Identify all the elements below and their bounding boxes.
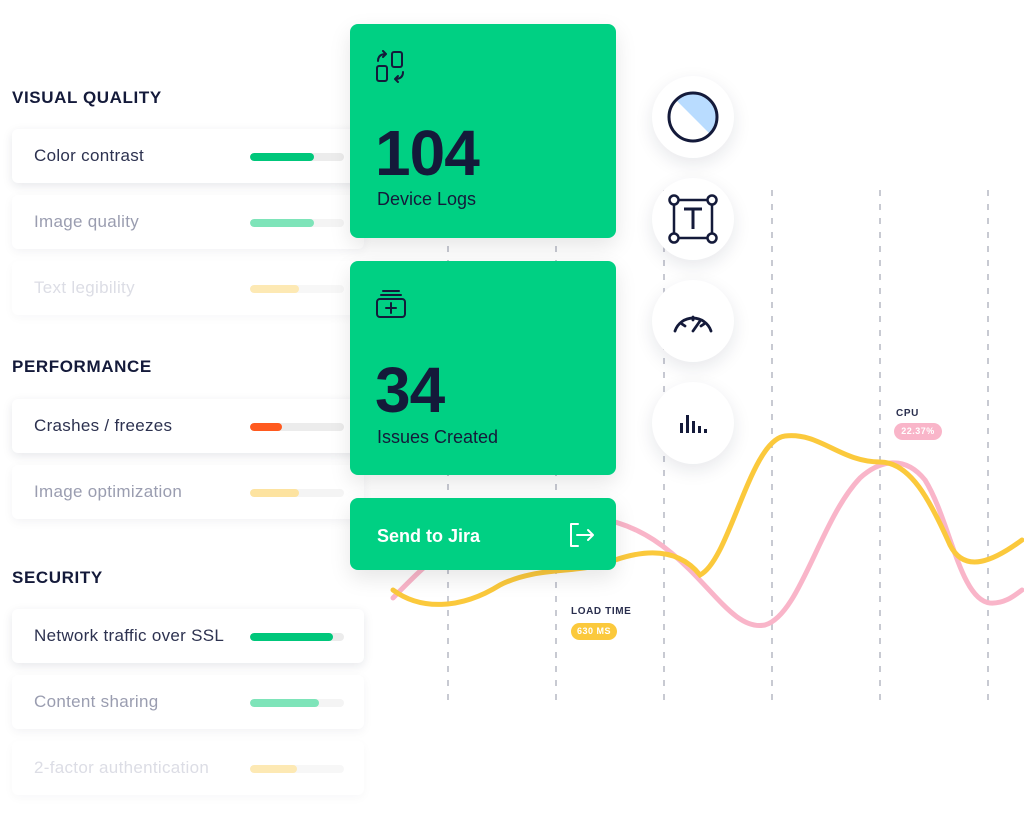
progress-fill [250, 633, 333, 641]
progress-fill [250, 285, 299, 293]
section-title-performance: PERFORMANCE [12, 357, 152, 376]
progress-track [250, 285, 344, 293]
stats-tool[interactable] [652, 382, 734, 464]
check-label: Crashes / freezes [34, 416, 173, 435]
progress-track [250, 219, 344, 227]
progress-fill [250, 219, 314, 227]
check-label: Text legibility [34, 278, 135, 297]
issues-created-count: 34 [375, 354, 445, 426]
check-row-image-quality[interactable]: Image quality [12, 195, 364, 249]
check-label: 2-factor authentication [34, 758, 210, 777]
check-row-color-contrast[interactable]: Color contrast [12, 129, 364, 183]
issues-created-card[interactable]: 34 Issues Created [350, 261, 616, 475]
check-row-crashes-freezes[interactable]: Crashes / freezes [12, 399, 364, 453]
contrast-circle-icon [667, 91, 719, 143]
progress-fill [250, 423, 282, 431]
export-icon [570, 523, 594, 547]
medical-kit-icon [376, 290, 406, 318]
check-row-image-optimization[interactable]: Image optimization [12, 465, 364, 519]
check-label: Network traffic over SSL [34, 626, 225, 645]
send-to-jira-label: Send to Jira [377, 526, 481, 546]
progress-track [250, 489, 344, 497]
progress-fill [250, 489, 299, 497]
check-row-text-legibility[interactable]: Text legibility [12, 261, 364, 315]
check-row-content-sharing[interactable]: Content sharing [12, 675, 364, 729]
load-time-series-line [390, 433, 1024, 607]
check-row-2fa[interactable]: 2-factor authentication [12, 741, 364, 795]
speedometer-icon [673, 315, 713, 333]
bar-chart-icon [680, 415, 707, 433]
speed-tool[interactable] [652, 280, 734, 362]
progress-fill [250, 699, 319, 707]
progress-track [250, 153, 344, 161]
section-title-visual-quality: VISUAL QUALITY [12, 88, 162, 107]
load-time-label: LOAD TIME [571, 606, 632, 617]
progress-track [250, 423, 344, 431]
load-time-value-badge: 630 MS [571, 623, 617, 640]
cpu-label: CPU [896, 408, 919, 419]
device-logs-card[interactable]: 104 Device Logs [350, 24, 616, 238]
issues-created-label: Issues Created [377, 427, 499, 447]
text-box-icon [668, 194, 718, 244]
device-logs-count: 104 [375, 117, 480, 189]
check-label: Content sharing [34, 692, 159, 711]
section-title-security: SECURITY [12, 568, 103, 587]
contrast-tool[interactable] [652, 76, 734, 158]
progress-track [250, 765, 344, 773]
cpu-value-badge: 22.37% [894, 423, 942, 440]
progress-track [250, 633, 344, 641]
device-sync-icon [376, 50, 404, 83]
send-to-jira-button[interactable]: Send to Jira [350, 498, 616, 570]
check-label: Color contrast [34, 146, 145, 165]
text-tool[interactable] [652, 178, 734, 260]
check-row-network-traffic-ssl[interactable]: Network traffic over SSL [12, 609, 364, 663]
check-label: Image quality [34, 212, 140, 231]
check-label: Image optimization [34, 482, 183, 501]
progress-fill [250, 765, 297, 773]
progress-fill [250, 153, 314, 161]
progress-track [250, 699, 344, 707]
device-logs-label: Device Logs [377, 189, 477, 209]
